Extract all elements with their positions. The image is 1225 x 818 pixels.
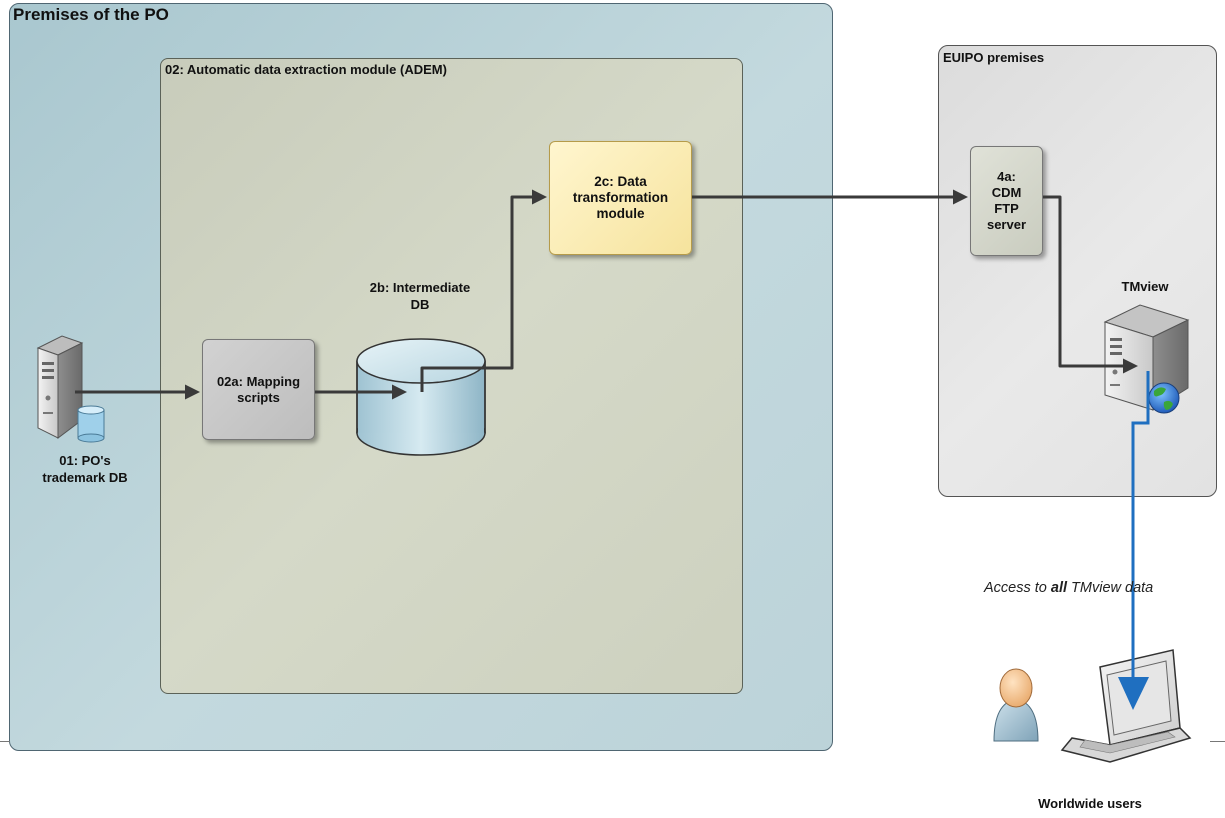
worldwide-users-label: Worldwide users	[1038, 796, 1142, 811]
adem-title: 02: Automatic data extraction module (AD…	[165, 62, 447, 77]
globe-icon	[1148, 382, 1180, 414]
tmview-label: TMview	[1121, 279, 1169, 294]
cylinder-icon	[356, 338, 486, 456]
frame-edge-right	[1210, 741, 1225, 742]
mapping-scripts-box: 02a: Mapping scripts	[202, 339, 315, 440]
database-icon	[77, 405, 105, 443]
server-icon	[36, 335, 84, 439]
euipo-premises-region	[938, 45, 1217, 497]
access-label: Access to all TMview data	[984, 580, 1153, 596]
frame-edge-left	[0, 741, 10, 742]
access-prefix: Access to	[984, 580, 1051, 596]
data-transformation-box: 2c: Data transformation module	[549, 141, 692, 255]
po-premises-title: Premises of the PO	[13, 5, 169, 24]
cdm-ftp-server-box: 4a: CDM FTP server	[970, 146, 1043, 256]
access-suffix: TMview data	[1067, 580, 1154, 596]
intermediate-db-label: 2b: Intermediate DB	[369, 280, 471, 312]
euipo-premises-title: EUIPO premises	[943, 50, 1045, 65]
po-trademark-db-label: 01: PO's trademark DB	[42, 453, 128, 485]
laptop-icon	[1060, 649, 1192, 763]
flow-ftp-to-tmview	[1043, 195, 1138, 374]
user-icon	[993, 668, 1039, 742]
flow-intermediate-to-transform	[420, 189, 547, 392]
access-bold: all	[1050, 580, 1068, 596]
access-arrow	[1118, 371, 1150, 710]
